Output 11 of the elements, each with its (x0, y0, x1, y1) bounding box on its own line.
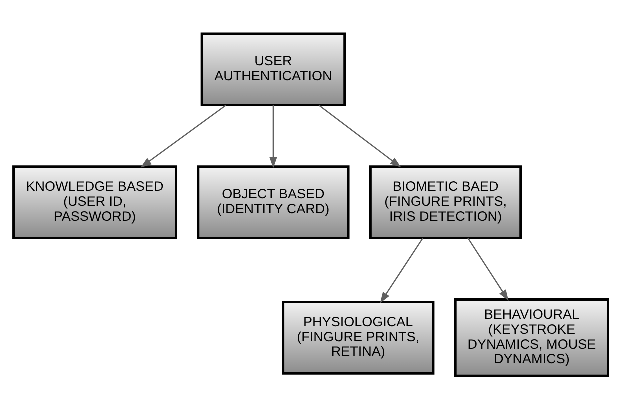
arrow (318, 104, 402, 168)
node-box: BEHAVIOURAL (KEYSTROKE DYNAMICS, MOUSE DYNAMICS) (454, 298, 610, 378)
node-box: KNOWLEDGE BASED (USER ID, PASSWORD) (12, 166, 178, 240)
node-box: BIOMETIC BAED (FINGURE PRINTS, IRIS DETECTION) (369, 166, 522, 240)
arrow (468, 238, 509, 302)
arrow (140, 104, 226, 168)
arrow (380, 238, 424, 304)
arrow (270, 105, 278, 168)
node-box: OBJECT BASED (IDENTITY CARD) (197, 166, 350, 240)
node-box: USER AUTHENTICATION (200, 32, 346, 107)
node-box: PHYSIOLOGICAL (FINGURE PRINTS, RETINA) (282, 301, 435, 375)
